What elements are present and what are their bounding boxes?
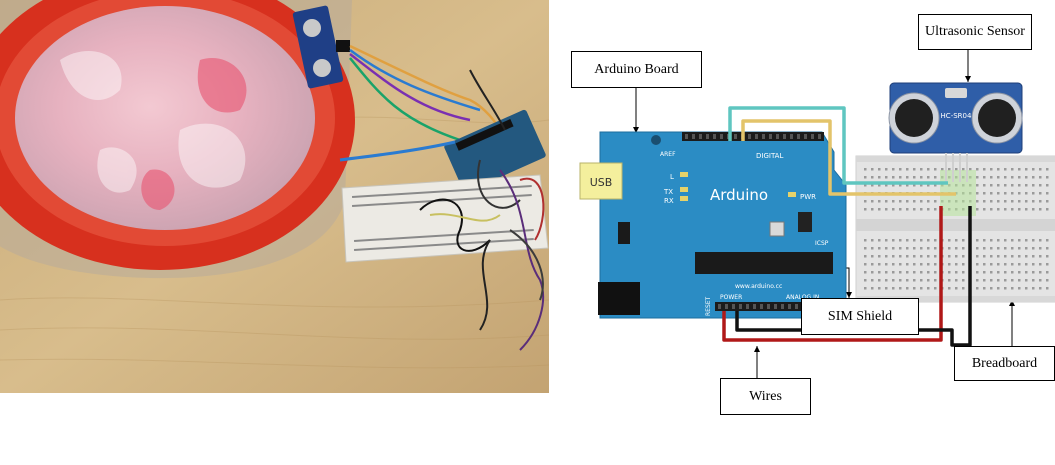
- arduino-board-callout: Arduino Board: [571, 51, 702, 88]
- breadboard-callout: Breadboard: [954, 346, 1055, 381]
- wires-callout: Wires: [720, 378, 811, 415]
- digital-label: DIGITAL: [756, 152, 783, 160]
- digital-header: [682, 132, 824, 141]
- prototype-photo-svg: [0, 0, 549, 393]
- breadboard: [856, 156, 1055, 302]
- website-label: www.arduino.cc: [735, 283, 782, 290]
- tx-led-label: TX: [663, 188, 673, 196]
- icsp-label: ICSP: [815, 240, 829, 247]
- aref-label: AREF: [660, 151, 676, 158]
- icsp-header: [798, 212, 812, 232]
- reset-button: [770, 222, 784, 236]
- rx-led-label: RX: [664, 197, 674, 205]
- breadboard-photo: [342, 175, 548, 262]
- arduino-uno-board: USB: [580, 132, 846, 318]
- microcontroller-chip: [695, 252, 833, 274]
- prototype-photo: [0, 0, 549, 393]
- wiring-diagram: HC-SR04 USB: [560, 0, 1055, 460]
- power-jack: [598, 282, 640, 315]
- ultrasonic-sensor-callout: Ultrasonic Sensor: [918, 14, 1032, 50]
- usb-port-label: USB: [590, 176, 613, 189]
- reset-label: RESET: [705, 296, 712, 316]
- power-label: POWER: [720, 294, 742, 301]
- sim-shield-callout: SIM Shield: [801, 298, 919, 335]
- sensor-model-text: HC-SR04: [941, 112, 972, 120]
- l-led-label: L: [670, 173, 674, 181]
- pwr-label: PWR: [800, 193, 816, 201]
- arduino-logo-text: Arduino: [710, 186, 768, 204]
